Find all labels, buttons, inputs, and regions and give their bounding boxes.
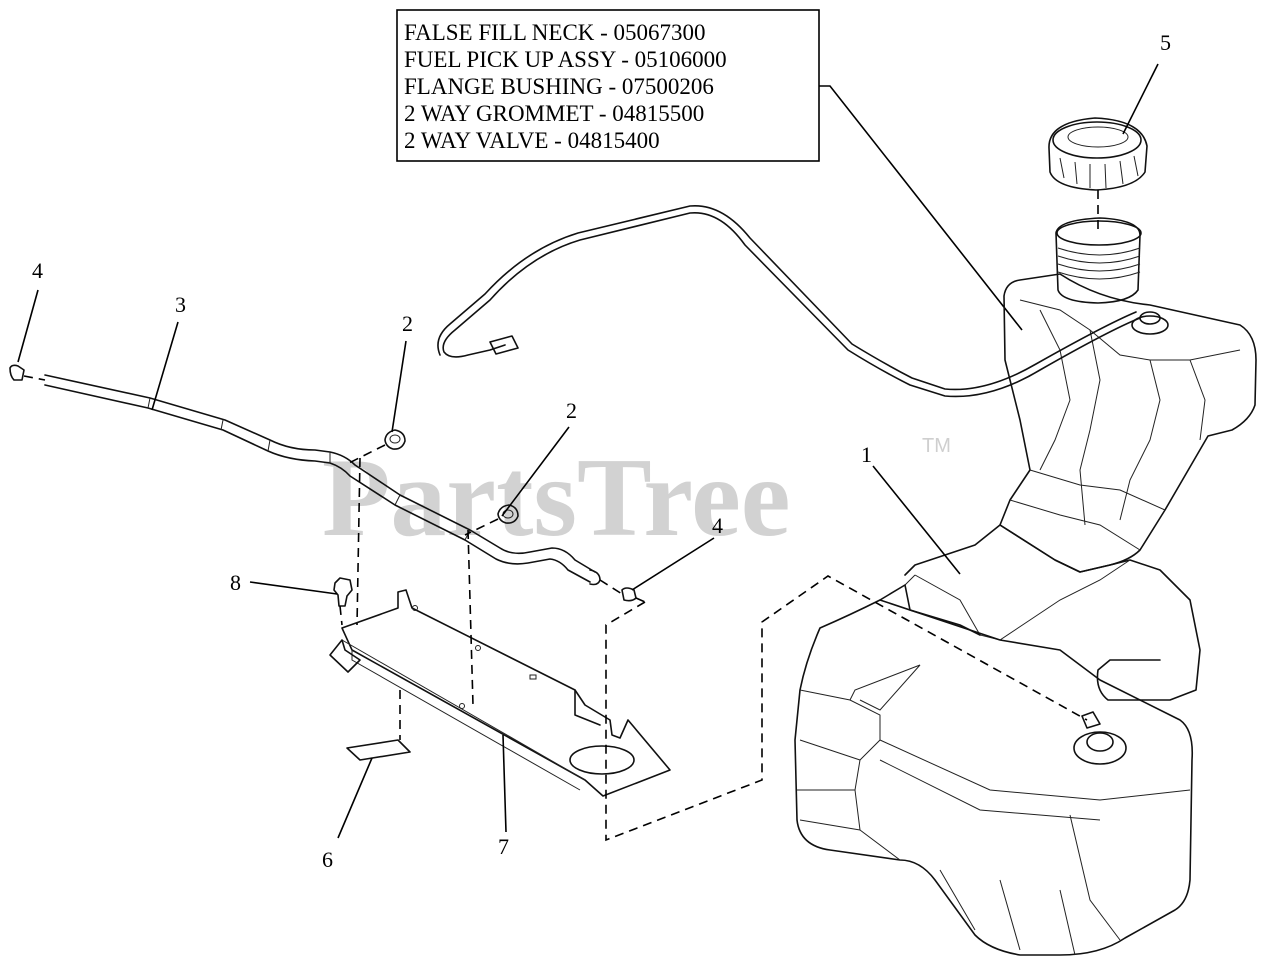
fuel-tank-drawing: [794, 217, 1257, 956]
callout-4-left: 4: [32, 258, 43, 283]
vent-hose-end-fitting: [489, 335, 519, 355]
callout-3: 3: [175, 292, 186, 317]
hose-clamp-right-drawing: [621, 587, 637, 602]
grommet-lower-alignment: [464, 518, 499, 536]
note-line-valve: 2 WAY VALVE - 04815400: [404, 128, 660, 153]
vent-hose-edge: [437, 205, 1137, 391]
assembly-line-1: [356, 457, 361, 626]
grommet-upper-drawing: [384, 429, 406, 450]
callout-1: 1: [861, 442, 872, 467]
note-box-frame: [396, 9, 820, 162]
note-line-fuel-pick-up: FUEL PICK UP ASSY - 05106000: [404, 47, 727, 72]
clamp-left-alignment: [23, 375, 46, 381]
leader-7: [502, 734, 507, 833]
part-number-note-box: FALSE FILL NECK - 05067300 FUEL PICK UP …: [396, 9, 820, 162]
fitting-drawing: [333, 577, 353, 607]
leader-4-right: [631, 537, 715, 591]
clamp-right-alignment: [599, 579, 646, 603]
leader-2-upper: [391, 340, 407, 433]
leader-1: [872, 465, 961, 575]
leader-4-left: [17, 289, 39, 363]
grommet-upper-alignment: [344, 444, 386, 466]
note-leader-line: [819, 85, 1023, 331]
note-line-false-fill-neck: FALSE FILL NECK - 05067300: [404, 20, 706, 45]
hose-clamp-left-drawing: [9, 364, 25, 381]
callout-4-right: 4: [712, 513, 723, 538]
callout-2-lower: 2: [566, 398, 577, 423]
callout-6: 6: [322, 847, 333, 872]
leader-2-lower: [501, 426, 570, 517]
callout-2-upper: 2: [402, 311, 413, 336]
callout-8: 8: [230, 570, 241, 595]
tank-bracket-drawing: [329, 589, 671, 797]
note-line-flange-bushing: FLANGE BUSHING - 07500206: [404, 74, 714, 99]
leader-8: [249, 581, 338, 595]
note-line-grommet: 2 WAY GROMMET - 04815500: [404, 101, 704, 126]
fuel-cap-drawing: [1048, 117, 1148, 191]
watermark-trademark: TM: [922, 435, 951, 457]
callout-5: 5: [1160, 30, 1171, 55]
assembly-line-4: [339, 605, 343, 626]
watermark-text: PartsTree: [322, 436, 791, 560]
leader-3: [151, 321, 179, 411]
leader-6: [337, 757, 373, 839]
label-drawing: [346, 739, 411, 761]
assembly-line-5: [605, 575, 1088, 842]
callout-7: 7: [498, 834, 509, 859]
vent-hose: [442, 212, 1141, 398]
fuel-line-drawing: [44, 374, 601, 586]
leader-5: [1122, 63, 1159, 135]
